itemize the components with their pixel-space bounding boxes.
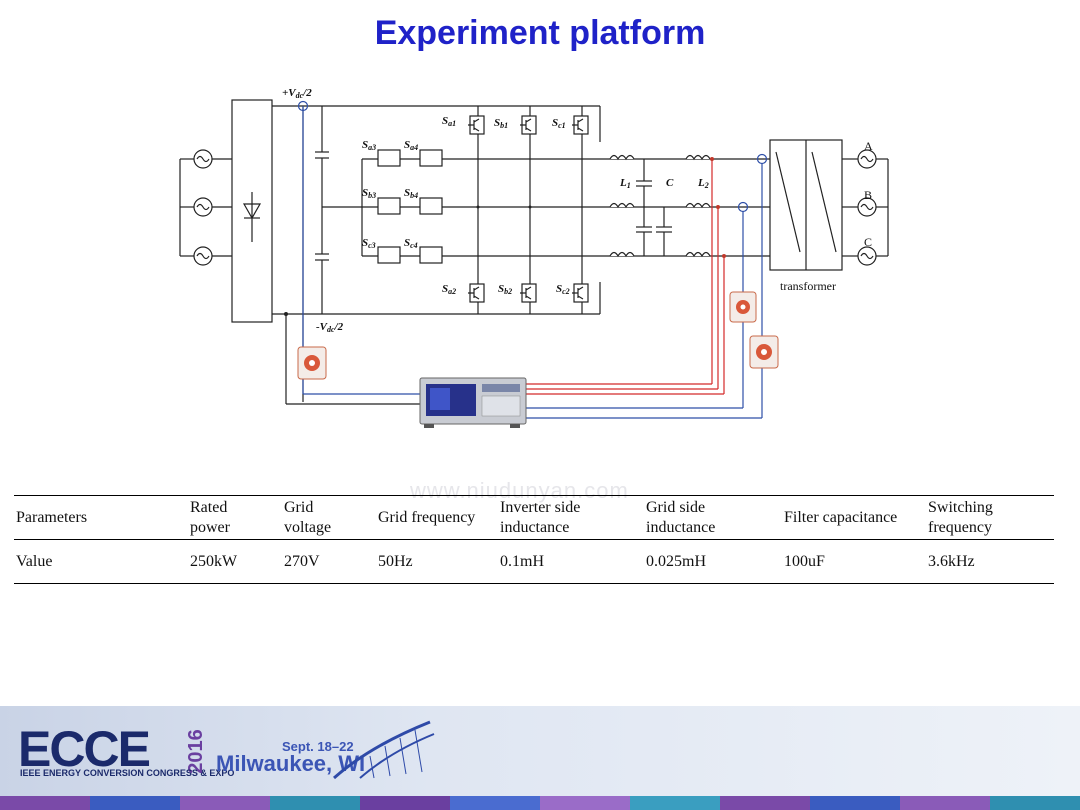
switch-sb2-icon bbox=[520, 283, 537, 303]
footer-stripe bbox=[90, 796, 180, 810]
svg-text:Sc4: Sc4 bbox=[404, 237, 418, 250]
switch-sb1-icon bbox=[520, 115, 537, 135]
footer-stripe bbox=[270, 796, 360, 810]
svg-text:Sb4: Sb4 bbox=[404, 187, 418, 200]
svg-text:Sb2: Sb2 bbox=[498, 283, 512, 296]
table-cell: Value bbox=[16, 552, 53, 570]
switch-sa2-icon bbox=[468, 283, 485, 303]
table-cell: 0.1mH bbox=[500, 552, 544, 570]
svg-text:-Vdc/2: -Vdc/2 bbox=[316, 321, 344, 334]
header-parameters: Parameters bbox=[16, 508, 88, 526]
slide-title: Experiment platform bbox=[374, 14, 706, 52]
switch-sa1-icon bbox=[468, 115, 485, 135]
rectifier-block bbox=[231, 99, 273, 323]
svg-text:Sb1: Sb1 bbox=[494, 117, 508, 130]
footer-stripe bbox=[180, 796, 270, 810]
table-row: Value 250kW 270V 50Hz 0.1mH 0.025mH 100u… bbox=[14, 540, 1054, 584]
svg-text:transformer: transformer bbox=[780, 279, 836, 293]
footer-stripe bbox=[360, 796, 450, 810]
footer-stripe bbox=[0, 796, 90, 810]
switch-sb3-sb4-icon bbox=[377, 197, 443, 215]
table-cell: 100uF bbox=[784, 552, 825, 570]
switch-sc2-icon bbox=[572, 283, 589, 303]
svg-text:C: C bbox=[666, 177, 674, 189]
inductor-l1-icon bbox=[609, 154, 635, 161]
current-probe-icon bbox=[749, 335, 779, 369]
circuit-diagram: +Vdc/2 -Vdc/2 Sa1 Sb1 Sc1 Sa2 Sb2 Sc2 Sa… bbox=[179, 87, 889, 428]
svg-text:A: A bbox=[864, 139, 873, 153]
svg-text:Sa3: Sa3 bbox=[362, 139, 376, 152]
current-probe-icon bbox=[297, 346, 327, 380]
footer-stripe bbox=[720, 796, 810, 810]
watermark: www.niudunyan.com bbox=[410, 478, 629, 503]
footer-stripe bbox=[900, 796, 990, 810]
svg-text:L1: L1 bbox=[619, 177, 631, 190]
svg-text:C: C bbox=[864, 235, 872, 249]
svg-text:Sa4: Sa4 bbox=[404, 139, 418, 152]
table-cell: 3.6kHz bbox=[928, 552, 975, 570]
svg-text:Sa1: Sa1 bbox=[442, 115, 456, 128]
svg-text:L2: L2 bbox=[697, 177, 709, 190]
footer-stripe bbox=[630, 796, 720, 810]
footer-stripe bbox=[810, 796, 900, 810]
footer-banner bbox=[0, 706, 1080, 810]
svg-text:Sc3: Sc3 bbox=[362, 237, 376, 250]
conference-dates: Sept. 18–22 bbox=[282, 739, 354, 754]
table-cell: 250kW bbox=[190, 552, 238, 570]
footer-stripe bbox=[540, 796, 630, 810]
table-cell: 0.025mH bbox=[646, 552, 706, 570]
header-filter-capacitance: Filter capacitance bbox=[784, 508, 898, 526]
svg-text:B: B bbox=[864, 188, 872, 202]
svg-text:+Vdc/2: +Vdc/2 bbox=[282, 87, 312, 100]
footer-stripe bbox=[990, 796, 1080, 810]
table-cell: 50Hz bbox=[378, 552, 413, 570]
footer-stripes bbox=[0, 796, 1080, 810]
switch-sc1-icon bbox=[572, 115, 589, 135]
conference-subtitle: IEEE ENERGY CONVERSION CONGRESS & EXPO bbox=[20, 768, 235, 778]
switch-sa3-sa4-icon bbox=[377, 149, 443, 167]
power-analyzer-icon bbox=[419, 377, 527, 428]
table-cell: 270V bbox=[284, 552, 320, 570]
svg-text:Sa2: Sa2 bbox=[442, 283, 456, 296]
header-grid-frequency: Grid frequency bbox=[378, 508, 476, 526]
switch-sc3-sc4-icon bbox=[377, 246, 443, 264]
svg-text:Sb3: Sb3 bbox=[362, 187, 376, 200]
bridge-icon bbox=[333, 720, 435, 780]
current-probe-icon bbox=[729, 291, 757, 323]
inductor-l2-icon bbox=[685, 154, 711, 161]
ecce-logo: ECCE bbox=[18, 721, 151, 777]
footer-stripe bbox=[450, 796, 540, 810]
svg-text:Sc1: Sc1 bbox=[552, 117, 566, 130]
svg-text:Sc2: Sc2 bbox=[556, 283, 570, 296]
